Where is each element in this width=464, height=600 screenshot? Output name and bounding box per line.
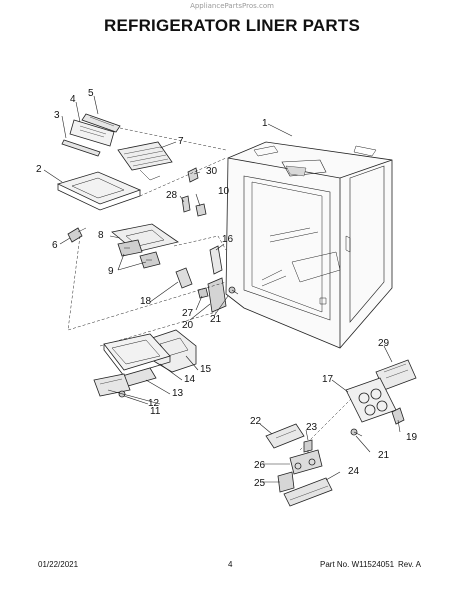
part-4-housing: [69, 119, 115, 147]
part-14-tray: [103, 333, 171, 377]
callout-29: 29: [378, 338, 390, 349]
part-7-vent-grille: [117, 141, 173, 181]
part-5-strip: [81, 113, 121, 133]
callout-28: 28: [166, 190, 178, 201]
part-27-spacer: [197, 287, 209, 299]
part-22-bracket: [265, 423, 305, 449]
callout-10: 10: [218, 186, 230, 197]
callout-26: 26: [254, 460, 266, 471]
callout-12: 12: [148, 398, 160, 409]
part-28-clip: [181, 195, 191, 213]
part-21-screw-upper: [228, 286, 239, 295]
part-15-housing: [151, 329, 197, 373]
callout-3: 3: [54, 110, 60, 121]
callout-19: 19: [406, 432, 418, 443]
callout-6: 6: [52, 240, 58, 251]
footer-part-number: Part No. W11524051: [320, 560, 395, 569]
callout-21-lower: 21: [378, 450, 390, 461]
footer-revision: Rev. A: [398, 560, 421, 569]
footer-date: 01/22/2021: [38, 560, 79, 569]
callout-13: 13: [172, 388, 184, 399]
part-30-clip: [187, 167, 199, 183]
part-20-handle: [207, 277, 227, 313]
page-title: REFRIGERATOR LINER PARTS: [103, 16, 361, 35]
part-24-tube: [283, 477, 333, 507]
callout-9: 9: [108, 266, 114, 277]
callout-25: 25: [254, 478, 266, 489]
callout-2: 2: [36, 164, 42, 175]
callout-16: 16: [222, 234, 234, 245]
callout-14: 14: [184, 374, 196, 385]
callout-21-upper: 21: [210, 314, 222, 325]
callout-7: 7: [178, 136, 184, 147]
part-25-connector: [277, 471, 295, 493]
part-23-sensor: [303, 439, 313, 456]
footer-page-number: 4: [228, 560, 233, 569]
part-18-cover: [175, 267, 193, 289]
refrigerator-liner: [225, 141, 393, 349]
part-9-led: [117, 239, 161, 269]
callout-27: 27: [182, 308, 194, 319]
part-2-light-housing: [56, 171, 142, 211]
callout-17: 17: [322, 374, 334, 385]
part-6-screw: [67, 227, 87, 243]
callout-8: 8: [98, 230, 104, 241]
callout-22: 22: [250, 416, 262, 427]
callout-labels: 1 2 3 4 5 6 7 8 9 10 11 12 13 14 15 16 1…: [36, 88, 418, 489]
callout-23: 23: [306, 422, 318, 433]
part-11-rail: [93, 373, 131, 397]
callout-1: 1: [262, 118, 268, 129]
callout-4: 4: [70, 94, 76, 105]
callout-11: 11: [150, 406, 161, 417]
callout-18: 18: [140, 296, 152, 307]
watermark: AppliancePartsPros.com: [190, 2, 274, 10]
callout-15: 15: [200, 364, 212, 375]
part-26-harness: [289, 449, 323, 475]
part-19-knob: [391, 407, 405, 425]
part-3-rod: [61, 139, 101, 157]
callout-30: 30: [206, 166, 218, 177]
part-10-clip: [195, 203, 207, 217]
part-16-hinge-bracket: [209, 245, 223, 275]
callout-20: 20: [182, 320, 194, 331]
callout-leaders: [43, 95, 401, 483]
callout-5: 5: [88, 88, 94, 99]
callout-24: 24: [348, 466, 360, 477]
part-21-screw-lower: [350, 428, 363, 437]
